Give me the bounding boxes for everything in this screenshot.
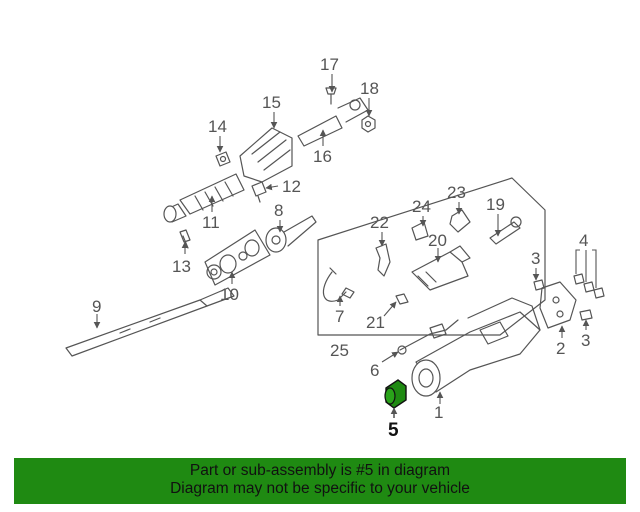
part-5-highlighted[interactable] [384, 379, 407, 409]
callout-20[interactable]: 20 [428, 231, 447, 250]
callout-7[interactable]: 7 [335, 307, 344, 326]
banner-line-2: Diagram may not be specific to your vehi… [170, 480, 470, 497]
sub-assembly-outline [317, 177, 546, 336]
part-8-shaft[interactable] [265, 215, 317, 253]
part-23-lever[interactable] [449, 209, 471, 233]
part-16-upper-shaft[interactable] [297, 97, 369, 147]
part-2-bracket[interactable] [539, 281, 577, 329]
callout-16[interactable]: 16 [313, 147, 332, 166]
part-24-clip[interactable] [411, 221, 429, 241]
callout-18[interactable]: 18 [360, 79, 379, 98]
callout-15[interactable]: 15 [262, 93, 281, 112]
banner-line-1: Part or sub-assembly is #5 in diagram [189, 462, 451, 479]
part-20-switch[interactable] [411, 245, 471, 291]
part-3-bolt-upper[interactable] [533, 279, 545, 291]
callout-3-lower[interactable]: 3 [581, 331, 590, 350]
callout-3-upper[interactable]: 3 [531, 249, 540, 268]
callout-11[interactable]: 11 [202, 213, 220, 232]
leader-lines [93, 74, 597, 418]
callout-14[interactable]: 14 [208, 117, 227, 136]
part-1-column-jacket[interactable] [411, 297, 541, 397]
part-7-wire[interactable] [322, 267, 355, 302]
callout-1[interactable]: 1 [434, 403, 443, 422]
part-3-bolt-lower[interactable] [579, 309, 593, 321]
callout-24[interactable]: 24 [412, 197, 431, 216]
callout-25[interactable]: 25 [330, 341, 349, 360]
callout-21[interactable]: 21 [366, 313, 385, 332]
callout-19[interactable]: 19 [486, 195, 505, 214]
callout-2[interactable]: 2 [556, 339, 565, 358]
callout-13[interactable]: 13 [172, 257, 191, 276]
callout-9[interactable]: 9 [92, 297, 101, 316]
part-21-bolt[interactable] [395, 293, 409, 305]
callout-23[interactable]: 23 [447, 183, 466, 202]
callout-12[interactable]: 12 [282, 177, 301, 196]
callout-8[interactable]: 8 [274, 201, 283, 220]
parts-diagram: 17 18 15 16 14 12 11 8 13 10 9 22 24 23 … [65, 55, 605, 441]
part-15-upper-housing[interactable] [239, 127, 293, 183]
callout-5-highlighted[interactable]: 5 [388, 420, 399, 441]
part-14-clip[interactable] [215, 151, 231, 167]
callout-10[interactable]: 10 [220, 285, 239, 304]
part-6-cable[interactable] [397, 319, 459, 355]
part-4-fasteners[interactable] [573, 273, 605, 299]
part-10-coupling[interactable] [204, 229, 271, 286]
part-18-nut[interactable] [361, 115, 376, 133]
callout-22[interactable]: 22 [370, 213, 389, 232]
part-9-lower-shaft[interactable] [65, 264, 235, 357]
part-17-screw[interactable] [325, 87, 337, 105]
part-22-bracket[interactable] [375, 243, 391, 277]
part-19-lever[interactable] [489, 216, 522, 245]
callout-17[interactable]: 17 [320, 55, 339, 74]
part-12-bolt[interactable] [251, 181, 267, 203]
vehicle-fit-banner: Part or sub-assembly is #5 in diagram Di… [14, 458, 626, 504]
callout-4[interactable]: 4 [579, 231, 588, 250]
callout-6[interactable]: 6 [370, 361, 379, 380]
